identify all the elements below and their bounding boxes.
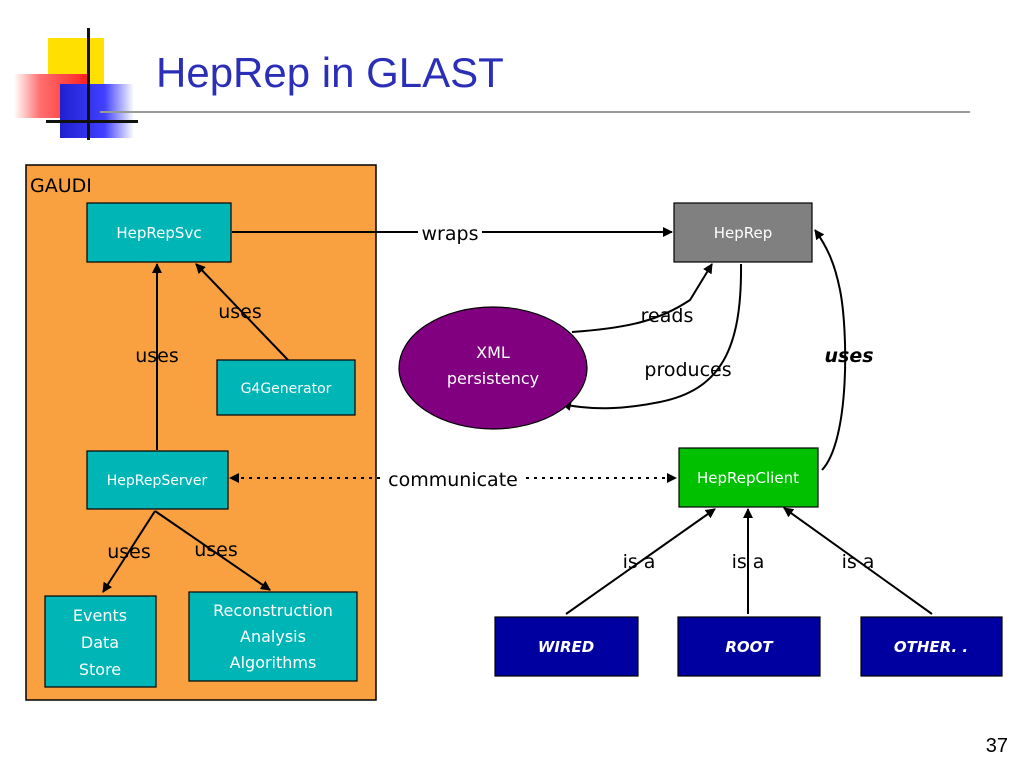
node-heprep-label: HepRep	[714, 224, 773, 242]
node-xml-line1: XML	[476, 343, 510, 362]
server-to-reco-line	[154, 510, 271, 591]
node-reco-line1: Reconstruction	[213, 601, 333, 620]
node-other-label: OTHER. .	[894, 638, 968, 656]
slide-title: HepRep in GLAST	[156, 49, 504, 96]
isa-other-label: is a	[842, 551, 875, 573]
node-heprep: HepRep	[673, 202, 813, 263]
reads-curve	[571, 263, 713, 333]
node-events-line1: Events	[73, 606, 127, 625]
node-root-label: ROOT	[725, 638, 774, 656]
node-other: OTHER. .	[860, 616, 1003, 677]
produces-curve	[561, 263, 743, 411]
gaudi-label: GAUDI	[30, 175, 92, 197]
client-to-heprep-curve	[814, 229, 847, 471]
node-events-line3: Store	[79, 660, 121, 679]
uses-events-label: uses	[107, 541, 151, 563]
node-g4generator: G4Generator	[216, 359, 356, 416]
edge-labels: wraps uses uses reads produces uses comm…	[107, 223, 874, 573]
node-reconstruction: Reconstruction Analysis Algorithms	[188, 591, 358, 682]
node-heprepsvc: HepRepSvc	[86, 202, 232, 263]
uses-g4-label: uses	[218, 301, 262, 323]
node-xml-line2: persistency	[447, 369, 539, 388]
isa-wired-label: is a	[623, 551, 656, 573]
node-reco-line3: Algorithms	[230, 653, 317, 672]
wired-to-client-line	[565, 508, 716, 615]
reads-label: reads	[641, 305, 694, 327]
produces-label: produces	[644, 359, 731, 381]
node-heprepserver-label: HepRepServer	[107, 473, 208, 489]
node-heprepsvc-label: HepRepSvc	[116, 224, 201, 242]
node-heprepclient: HepRepClient	[678, 447, 819, 508]
node-g4generator-label: G4Generator	[241, 381, 332, 397]
node-xml-persistency: XML persistency	[398, 306, 588, 430]
logo-horizontal-line	[46, 120, 138, 123]
logo-vertical-line	[87, 28, 90, 140]
uses-server-label: uses	[135, 345, 179, 367]
server-to-events-line	[102, 510, 156, 593]
page-number: 37	[985, 735, 1008, 757]
node-wired: WIRED	[494, 616, 639, 677]
node-heprepserver: HepRepServer	[86, 450, 229, 510]
wraps-label: wraps	[422, 223, 479, 245]
connectors	[102, 227, 933, 615]
other-to-client-line	[783, 507, 933, 615]
isa-root-label: is a	[732, 551, 765, 573]
node-root: ROOT	[677, 616, 821, 677]
node-reco-line2: Analysis	[240, 627, 306, 646]
uses-client-label: uses	[824, 345, 873, 367]
communicate-label: communicate	[388, 469, 518, 491]
node-wired-label: WIRED	[538, 638, 594, 656]
g4-to-svc-line	[195, 263, 289, 361]
title-divider	[100, 111, 970, 113]
node-events-line2: Data	[81, 633, 119, 652]
node-heprepclient-label: HepRepClient	[697, 469, 799, 487]
uses-reco-label: uses	[194, 539, 238, 561]
node-events-data-store: Events Data Store	[44, 595, 157, 688]
